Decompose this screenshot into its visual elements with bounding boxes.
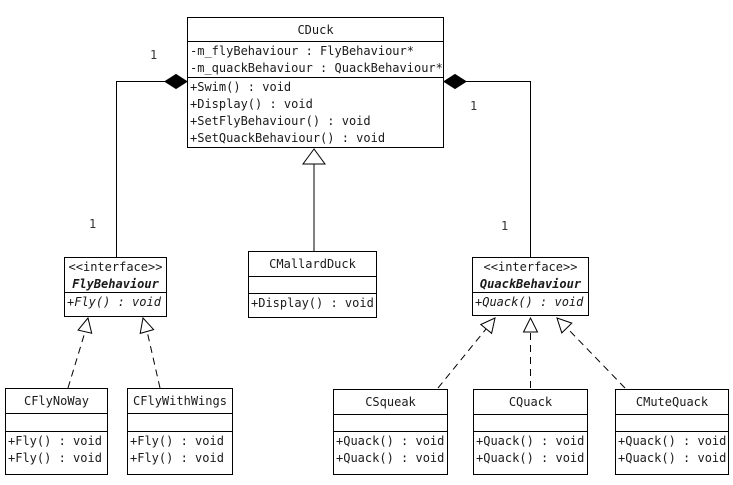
- methods-compartment-cflynoway: +Fly() : void +Fly() : void: [6, 431, 107, 474]
- class-name-cmallardduck: CMallardDuck: [269, 257, 356, 271]
- class-box-cquack[interactable]: CQuack +Quack() : void +Quack() : void: [473, 389, 588, 475]
- class-box-quackbehaviour[interactable]: <<interface>> QuackBehaviour +Quack() : …: [472, 257, 589, 316]
- class-box-cmutequack[interactable]: CMuteQuack +Quack() : void +Quack() : vo…: [615, 389, 729, 475]
- methods-compartment-flybehaviour: +Fly() : void: [65, 292, 166, 316]
- class-box-cmallardduck[interactable]: CMallardDuck +Display() : void: [248, 251, 377, 318]
- class-name-cflynoway: CFlyNoWay: [23, 394, 90, 408]
- method-display: +Display() : void: [190, 97, 313, 111]
- methods-compartment-cflywithwings: +Fly() : void +Fly() : void: [128, 431, 232, 474]
- attributes-compartment-cmutequack: [616, 414, 728, 431]
- attributes-compartment-cflywithwings: [128, 413, 232, 431]
- class-name-cduck: CDuck: [297, 22, 334, 37]
- realization-triangle-cflynoway: [77, 316, 93, 334]
- composition-diamond-quack: [443, 73, 467, 90]
- attributes-compartment-csqueak: [334, 414, 447, 431]
- class-box-cduck[interactable]: CDuck -m_flyBehaviour : FlyBehaviour* -m…: [187, 17, 444, 148]
- multiplicity-label-quack-source: 1: [470, 99, 478, 113]
- method-quack-interface: +Quack() : void: [475, 295, 584, 309]
- method-quack-2: +Quack() : void: [618, 451, 727, 465]
- realization-triangle-cmutequack: [556, 317, 573, 334]
- stereotype-flybehaviour: <<interface>>: [68, 260, 163, 274]
- class-name-quackbehaviour: QuackBehaviour: [479, 277, 582, 291]
- method-fly-1: +Fly() : void: [130, 434, 224, 448]
- class-box-cflywithwings[interactable]: CFlyWithWings +Fly() : void +Fly() : voi…: [127, 388, 233, 475]
- method-quack-1: +Quack() : void: [618, 434, 727, 448]
- method-quack-2: +Quack() : void: [336, 451, 445, 465]
- attribute-quackbehaviour: -m_quackBehaviour : QuackBehaviour*: [190, 61, 443, 75]
- class-box-cflynoway[interactable]: CFlyNoWay +Fly() : void +Fly() : void: [5, 388, 108, 475]
- class-name-cmutequack: CMuteQuack: [635, 395, 709, 409]
- attributes-compartment-cquack: [474, 414, 587, 431]
- stereotype-quackbehaviour: <<interface>>: [483, 260, 578, 274]
- methods-compartment-csqueak: +Quack() : void +Quack() : void: [334, 431, 447, 474]
- class-name-flybehaviour: FlyBehaviour: [72, 277, 159, 291]
- composition-diamond-fly: [164, 73, 188, 90]
- realization-line-cflynoway: [67, 331, 86, 389]
- header-compartment-flybehaviour: <<interface>> FlyBehaviour: [65, 258, 166, 292]
- realization-triangle-csqueak: [479, 317, 496, 335]
- methods-compartment-quackbehaviour: +Quack() : void: [473, 292, 588, 315]
- method-fly-1: +Fly() : void: [8, 434, 102, 448]
- method-quack-1: +Quack() : void: [476, 434, 585, 448]
- multiplicity-label-fly-source: 1: [150, 48, 158, 62]
- class-name-csqueak: CSqueak: [365, 395, 416, 409]
- methods-compartment-cmutequack: +Quack() : void +Quack() : void: [616, 431, 728, 474]
- methods-compartment-cduck: +Swim() : void +Display() : void +SetFly…: [188, 77, 443, 147]
- class-name-cflywithwings: CFlyWithWings: [133, 394, 227, 408]
- multiplicity-label-quack-target: 1: [501, 219, 509, 233]
- realization-line-cmutequack: [566, 327, 626, 389]
- attributes-compartment-cmallardduck: [249, 276, 376, 293]
- attributes-compartment-cflynoway: [6, 413, 107, 431]
- method-fly-2: +Fly() : void: [8, 451, 102, 465]
- class-box-flybehaviour[interactable]: <<interface>> FlyBehaviour +Fly() : void: [64, 257, 167, 317]
- method-fly-interface: +Fly() : void: [67, 295, 161, 309]
- composition-line-quackbehaviour: [465, 81, 531, 257]
- realization-triangle-cflywithwings: [139, 316, 155, 335]
- class-box-csqueak[interactable]: CSqueak +Quack() : void +Quack() : void: [333, 389, 448, 475]
- method-swim: +Swim() : void: [190, 80, 292, 94]
- method-quack-1: +Quack() : void: [336, 434, 445, 448]
- attributes-compartment-cduck: -m_flyBehaviour : FlyBehaviour* -m_quack…: [188, 41, 443, 77]
- method-setflybehaviour: +SetFlyBehaviour() : void: [190, 114, 371, 128]
- realization-line-csqueak: [437, 328, 487, 389]
- method-fly-2: +Fly() : void: [130, 451, 224, 465]
- generalization-triangle-mallard: [302, 148, 326, 165]
- realization-line-cflywithwings: [146, 330, 161, 389]
- realization-triangle-cquack: [522, 316, 539, 333]
- methods-compartment-cquack: +Quack() : void +Quack() : void: [474, 431, 587, 474]
- methods-compartment-cmallardduck: +Display() : void: [249, 293, 376, 317]
- method-quack-2: +Quack() : void: [476, 451, 585, 465]
- method-display-mallard: +Display() : void: [251, 296, 374, 310]
- header-compartment-quackbehaviour: <<interface>> QuackBehaviour: [473, 258, 588, 292]
- class-name-cquack: CQuack: [508, 395, 553, 409]
- method-setquackbehaviour: +SetQuackBehaviour() : void: [190, 131, 386, 145]
- composition-line-flybehaviour: [116, 81, 166, 257]
- multiplicity-label-fly-target: 1: [89, 217, 97, 231]
- attribute-flybehaviour: -m_flyBehaviour : FlyBehaviour*: [190, 44, 414, 58]
